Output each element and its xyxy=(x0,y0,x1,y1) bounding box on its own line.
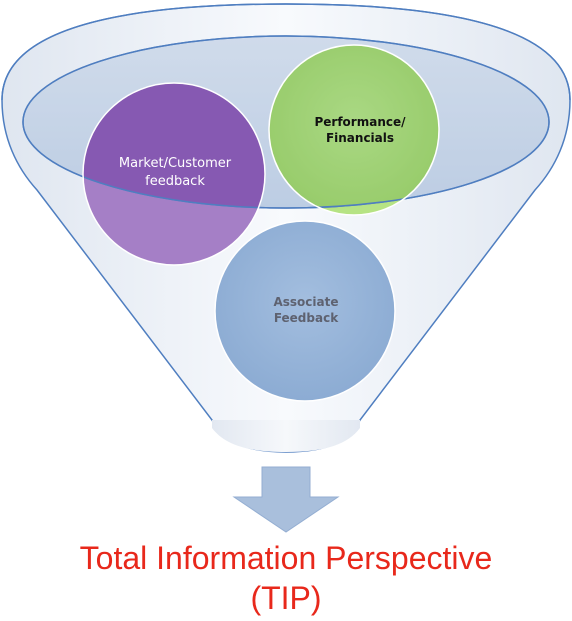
output-title: Total Information Perspective (TIP) xyxy=(0,538,572,618)
funnel-stem xyxy=(212,420,360,452)
output-title-line-1: Total Information Perspective xyxy=(79,540,493,576)
associate-circle xyxy=(214,220,396,402)
market-circle-top xyxy=(83,83,265,208)
performance-circle-top xyxy=(269,45,439,208)
output-title-line-2: (TIP) xyxy=(250,580,322,616)
down-arrow-icon xyxy=(232,466,340,533)
